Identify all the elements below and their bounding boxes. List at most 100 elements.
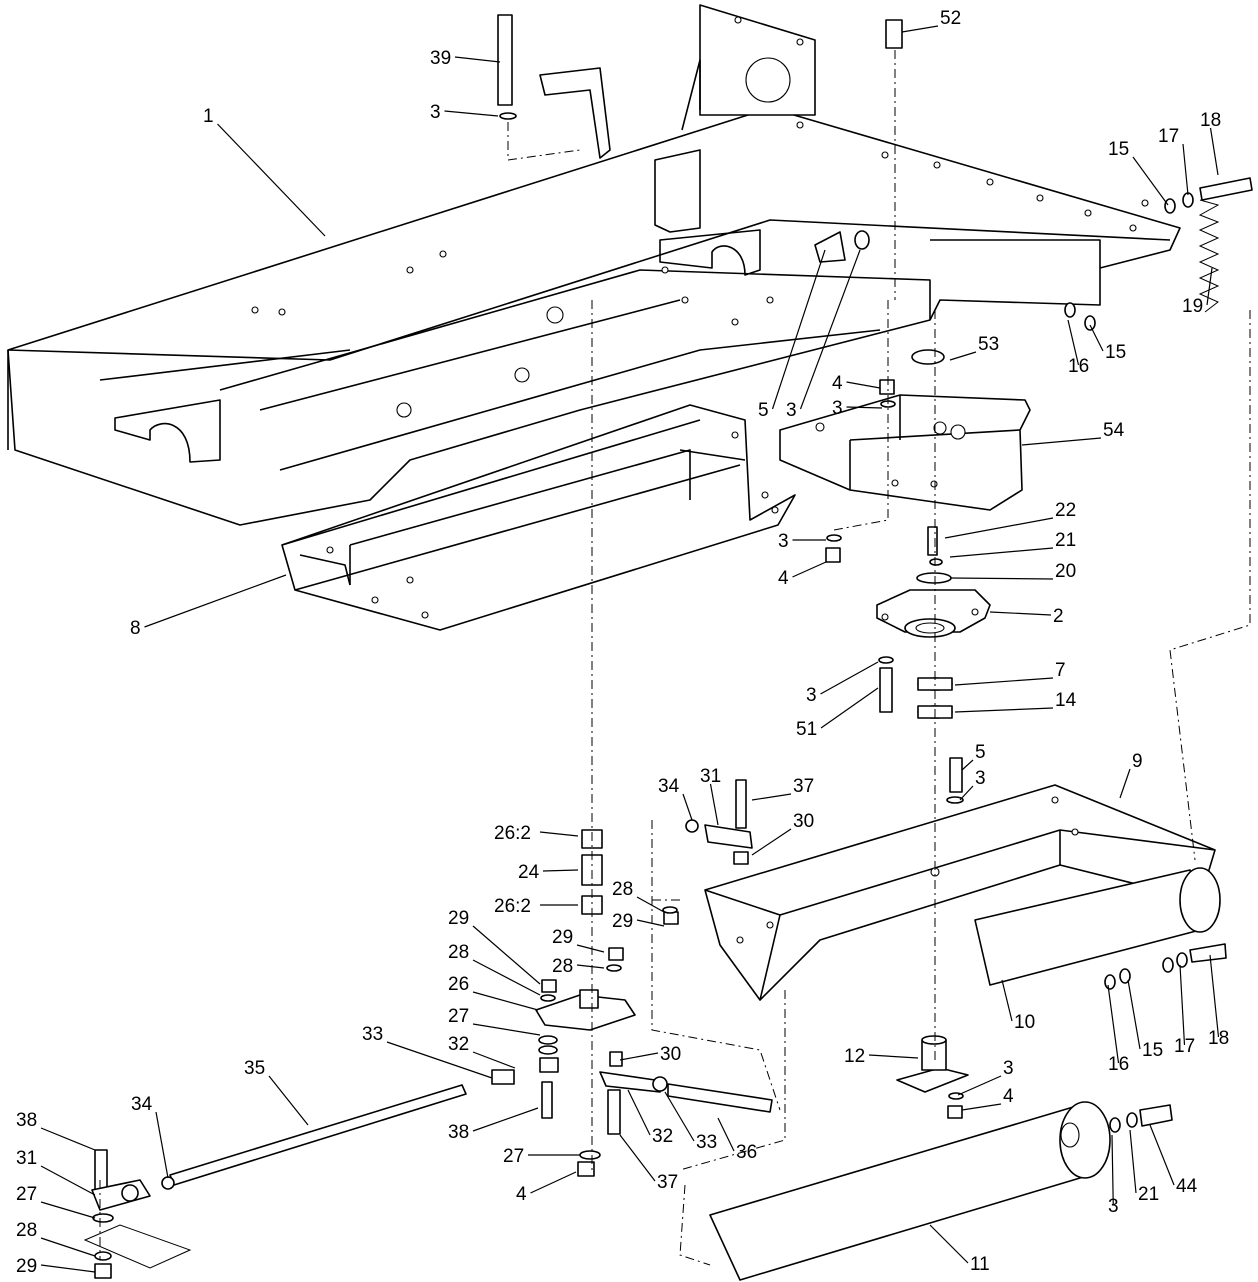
callout-5: 5 — [975, 742, 986, 763]
leader-line — [472, 959, 541, 996]
leader-line — [682, 793, 693, 821]
leader-line — [530, 1171, 577, 1194]
callout-34: 34 — [658, 776, 680, 797]
cross-channel — [281, 404, 796, 631]
callout-30: 30 — [660, 1044, 681, 1065]
callout-16: 16 — [1108, 1054, 1129, 1075]
leader-line — [454, 56, 501, 63]
leader-line — [820, 661, 879, 695]
leader-line — [901, 25, 939, 33]
callout-36: 36 — [736, 1142, 757, 1163]
callout-26-2: 26:2 — [494, 896, 531, 917]
leader-line — [1129, 1129, 1137, 1194]
leader-line — [1209, 954, 1220, 1038]
leader-line — [1209, 127, 1219, 176]
callout-28: 28 — [16, 1220, 37, 1241]
callout-7: 7 — [1055, 660, 1066, 681]
leader-line — [542, 869, 579, 872]
callout-19: 19 — [1182, 296, 1203, 317]
callout-29: 29 — [552, 927, 573, 948]
callout-15: 15 — [1142, 1040, 1163, 1061]
leader-line — [1179, 964, 1186, 1046]
callout-14: 14 — [1055, 690, 1077, 711]
callout-4: 4 — [778, 568, 789, 589]
callout-34: 34 — [131, 1094, 153, 1115]
callout-28: 28 — [612, 879, 633, 900]
leader-line — [636, 919, 665, 927]
leader-line — [1206, 267, 1213, 306]
leader-line — [619, 1134, 656, 1182]
callout-3: 3 — [786, 400, 797, 421]
callout-8: 8 — [130, 618, 141, 639]
callout-22: 22 — [1055, 500, 1076, 521]
leader-line — [1182, 143, 1189, 196]
leader-line — [155, 1111, 169, 1179]
leader-line — [40, 1165, 96, 1196]
callout-39: 39 — [430, 48, 451, 69]
leader-line — [144, 574, 287, 628]
callout-15: 15 — [1105, 342, 1126, 363]
upper-linkage — [491, 779, 753, 1092]
leader-line — [961, 759, 974, 771]
leader-line — [664, 1091, 695, 1142]
leader-line — [792, 561, 827, 578]
leader-line — [576, 964, 605, 969]
callout-3: 3 — [975, 768, 986, 789]
leader-line — [472, 1051, 516, 1069]
callout-2: 2 — [1053, 606, 1064, 627]
callout-21: 21 — [1055, 530, 1076, 551]
callout-27: 27 — [16, 1184, 37, 1205]
callout-33: 33 — [362, 1024, 383, 1045]
leader-line — [954, 707, 1054, 713]
bracket-54 — [779, 394, 1031, 511]
rollers — [709, 867, 1221, 1281]
callout-20: 20 — [1055, 561, 1076, 582]
callout-4: 4 — [1003, 1086, 1014, 1107]
callout-28: 28 — [448, 942, 469, 963]
callout-3: 3 — [778, 531, 789, 552]
lower-left-linkage — [83, 1149, 192, 1279]
callout-37: 37 — [793, 776, 814, 797]
callout-11: 11 — [970, 1254, 990, 1275]
leader-line — [929, 1224, 969, 1264]
leader-line — [1119, 768, 1131, 799]
leader-line — [751, 793, 792, 801]
leader-line — [1107, 984, 1120, 1064]
callout-4: 4 — [516, 1184, 527, 1205]
leader-line — [472, 925, 541, 985]
callout-32: 32 — [448, 1034, 469, 1055]
leader-line — [949, 351, 977, 361]
callout-12: 12 — [844, 1046, 865, 1067]
leader-line — [444, 110, 499, 117]
callout-31: 31 — [16, 1148, 37, 1169]
leader-line — [989, 611, 1052, 616]
leader-line — [868, 1054, 919, 1059]
leader-line — [799, 249, 861, 410]
callout-52: 52 — [940, 8, 961, 29]
leader-line — [957, 1075, 1002, 1096]
pivot-mount — [876, 526, 991, 719]
main-frame — [7, 4, 1181, 526]
callout-53: 53 — [978, 334, 999, 355]
callout-32: 32 — [652, 1126, 673, 1147]
callout-31: 31 — [700, 766, 721, 787]
callout-29: 29 — [612, 911, 633, 932]
leader-line — [40, 1264, 96, 1273]
leader-line — [1021, 437, 1102, 446]
leader-line — [846, 406, 883, 409]
callout-15: 15 — [1108, 139, 1129, 160]
leader-line — [619, 1052, 659, 1061]
callout-3: 3 — [806, 685, 817, 706]
leader-line — [954, 677, 1054, 686]
leader-line — [472, 1107, 539, 1132]
leader-line — [846, 381, 881, 389]
callout-5: 5 — [758, 400, 769, 421]
leader-line — [268, 1075, 309, 1126]
callout-33: 33 — [696, 1132, 717, 1153]
centerlines — [99, 50, 1251, 1266]
rods — [169, 1083, 773, 1186]
leader-line — [771, 249, 826, 410]
leader-line — [1111, 1134, 1114, 1206]
callout-38: 38 — [16, 1110, 37, 1131]
